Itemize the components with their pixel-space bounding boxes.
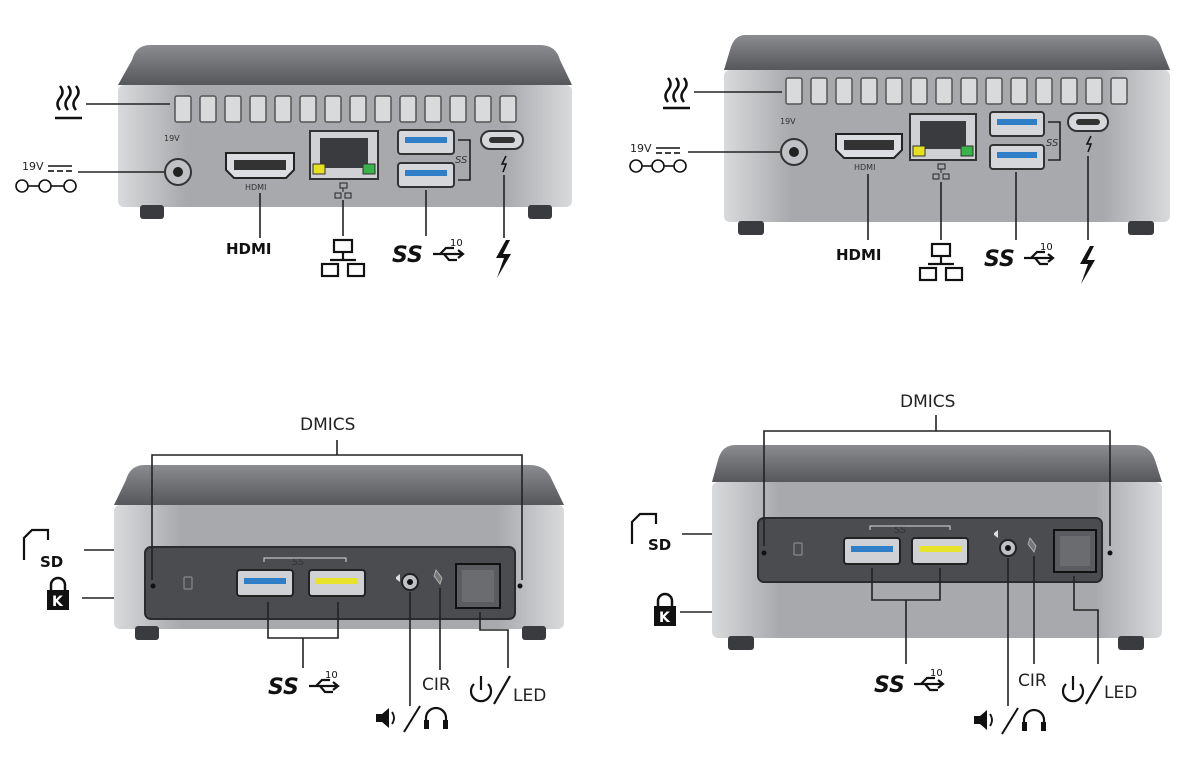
heat-icon	[663, 77, 690, 110]
svg-text:K: K	[52, 594, 64, 610]
hdmi-label: HDMI	[836, 246, 882, 264]
sd-slot-indicator	[793, 542, 803, 556]
vent-slots	[174, 95, 517, 123]
usb-gen-label: 10	[1040, 242, 1053, 253]
headset-icon-small	[396, 574, 400, 582]
sd-label: SD	[648, 536, 671, 554]
usb-small-label: SS	[894, 525, 907, 536]
usb-small-label: SS	[1046, 138, 1059, 149]
kensington-lock-icon: K	[654, 592, 676, 626]
usb-superspeed-label: SS	[984, 247, 1015, 272]
dmics-label: DMICS	[300, 415, 355, 435]
power-led-icon	[469, 675, 511, 705]
led-label: LED	[513, 686, 546, 706]
usb-superspeed-label: SS	[874, 673, 905, 698]
usb-trident-icon	[914, 676, 945, 692]
sd-label: SD	[40, 553, 63, 571]
back-panel-b: 19V 19V HDMI HDMI	[629, 35, 1170, 284]
usb-small-label: SS	[292, 557, 305, 568]
led-label: LED	[1104, 683, 1137, 703]
back-panel-a: 19V 19V HDMI HDMI	[15, 45, 572, 278]
dc-polarity-icon	[15, 165, 77, 193]
dc-polarity-icon	[629, 147, 687, 173]
mic-right	[1107, 550, 1113, 556]
usb-superspeed-label: SS	[392, 243, 423, 268]
dmics-label: DMICS	[900, 392, 955, 412]
thunderbolt-icon	[496, 240, 511, 278]
network-icon	[320, 238, 366, 278]
thunderbolt-icon-small	[500, 155, 508, 173]
sd-card-icon	[22, 528, 50, 560]
cir-window	[433, 569, 443, 585]
usb-trident-icon	[433, 246, 465, 262]
usb-trident-icon	[1024, 250, 1055, 266]
power-led-icon	[1061, 675, 1103, 705]
sd-slot-indicator	[183, 576, 193, 590]
chassis-top	[114, 465, 564, 505]
kensington-lock-icon: K	[47, 576, 69, 610]
hdmi-small-label: HDMI	[245, 183, 266, 192]
svg-text:K: K	[659, 610, 671, 626]
mic-right	[517, 583, 523, 589]
heat-icon	[55, 85, 82, 120]
cir-label: CIR	[1018, 671, 1047, 691]
dc-voltage-label: 19V	[22, 160, 44, 173]
speaker-headset-icon	[376, 705, 448, 733]
hdmi-small-label: HDMI	[854, 163, 875, 172]
hdmi-label: HDMI	[226, 240, 272, 258]
usb-trident-icon	[309, 678, 340, 694]
vent-slots	[785, 77, 1128, 105]
speaker-headset-icon	[974, 707, 1046, 735]
dc-voltage-label: 19V	[630, 142, 652, 155]
network-icon-small	[334, 182, 352, 199]
usb-gen-label: 10	[930, 668, 943, 679]
usb-superspeed-label: SS	[268, 675, 299, 700]
network-icon	[918, 242, 964, 282]
mic-left	[761, 550, 767, 556]
sd-card-icon	[630, 512, 658, 544]
usb-gen-label: 10	[450, 238, 463, 249]
dc-small-label: 19V	[780, 117, 796, 126]
cir-label: CIR	[422, 675, 451, 695]
network-icon-small	[932, 163, 950, 180]
front-panel-b: DMICS SS SS 10 CIR	[630, 392, 1162, 735]
mic-left	[150, 583, 156, 589]
usb-gen-label: 10	[325, 670, 338, 681]
usb-small-label: SS	[455, 155, 468, 166]
front-panel-a: DMICS SS SS 10 CIR	[22, 415, 564, 733]
cir-window	[1027, 537, 1037, 553]
thunderbolt-icon-small	[1085, 135, 1093, 153]
chassis-top	[712, 445, 1162, 482]
dc-small-label: 19V	[164, 134, 180, 143]
thunderbolt-icon	[1080, 246, 1095, 284]
headset-icon-small	[994, 530, 998, 538]
chassis-top	[118, 45, 572, 85]
chassis-top	[724, 35, 1170, 70]
